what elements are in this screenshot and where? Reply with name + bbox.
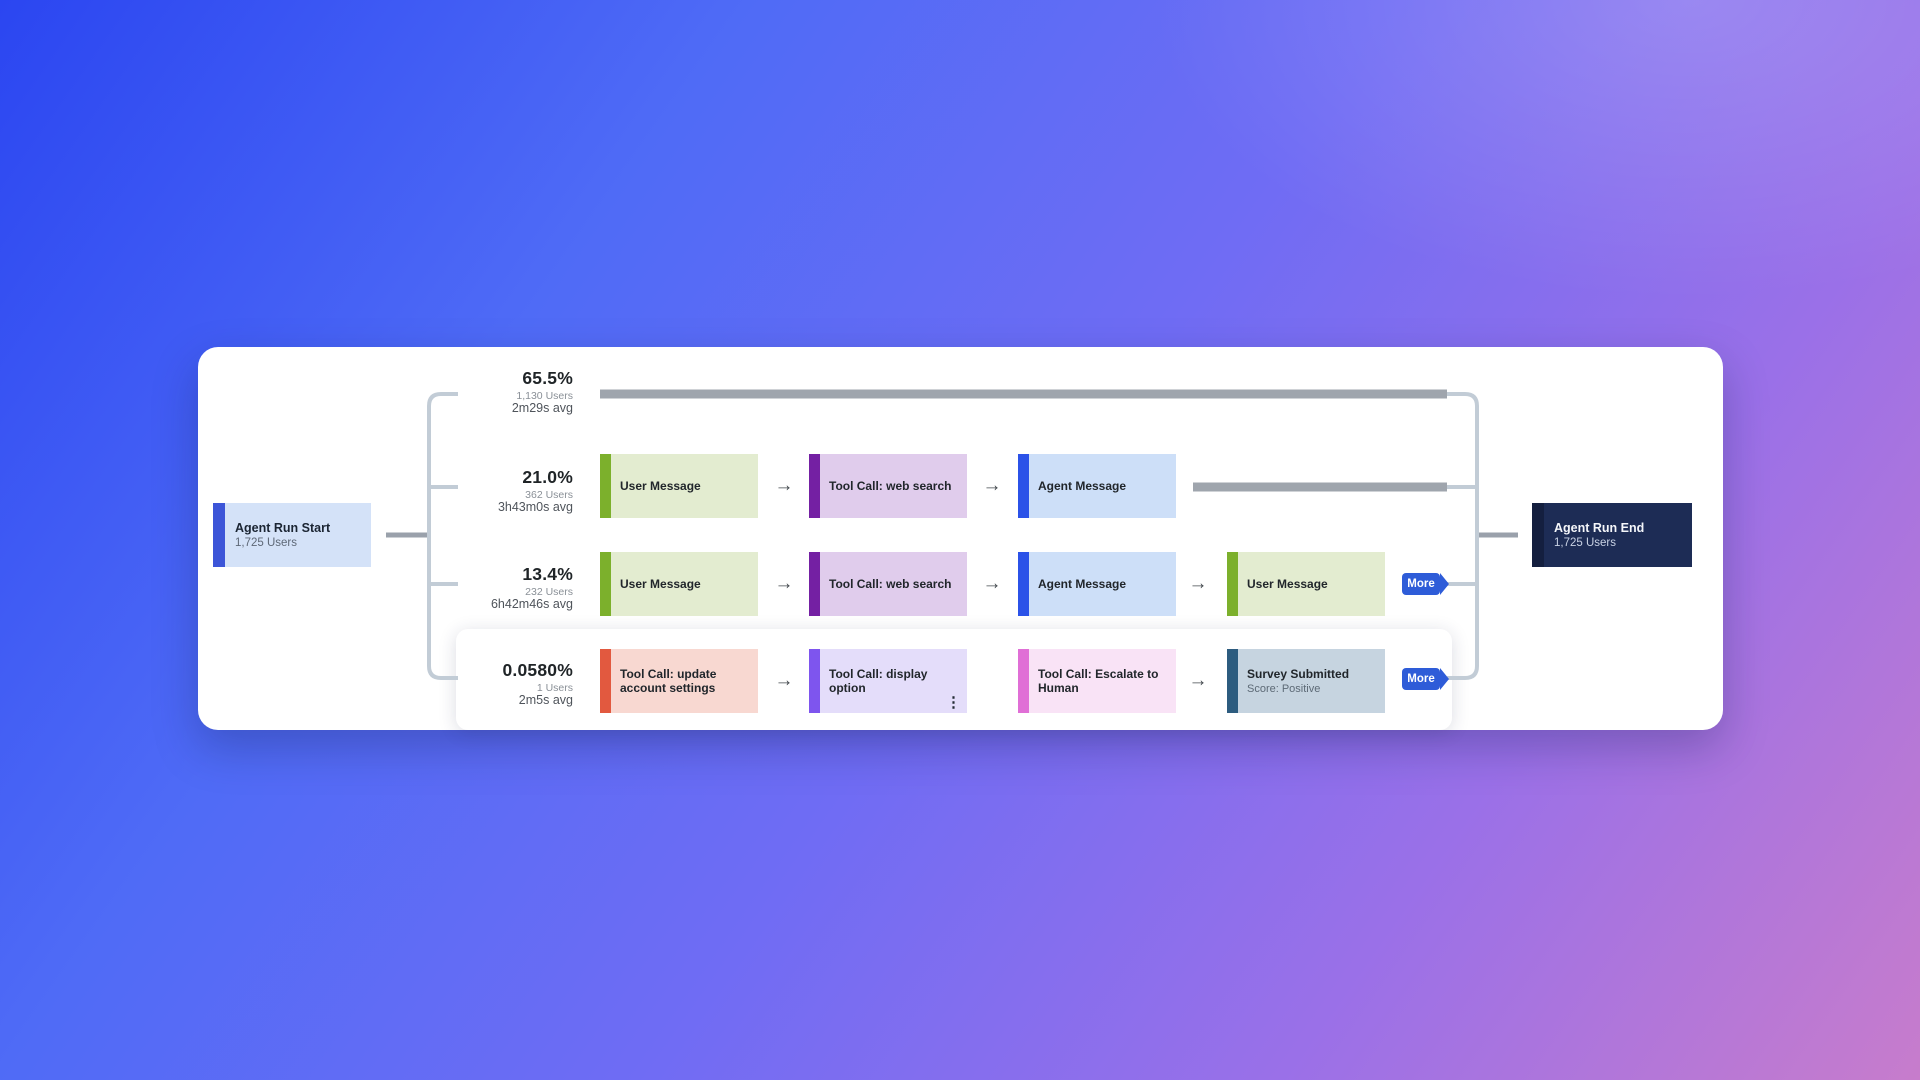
event-box-tool-call-web-search[interactable]: Tool Call: web search bbox=[809, 454, 967, 518]
branch-stats-row-2: 21.0% 362 Users 3h43m0s avg bbox=[400, 468, 573, 514]
arrow-right-icon: → bbox=[774, 573, 794, 594]
event-accent-bar bbox=[809, 552, 820, 616]
branch-users: 1,130 Users bbox=[516, 390, 573, 402]
event-box-user-message[interactable]: User Message bbox=[600, 454, 758, 518]
event-box-survey-submitted[interactable]: Survey Submitted Score: Positive bbox=[1227, 649, 1385, 713]
agent-run-start-node[interactable]: Agent Run Start 1,725 Users bbox=[213, 503, 371, 567]
branch-percent: 65.5% bbox=[522, 368, 573, 388]
event-label: Tool Call: Escalate to Human bbox=[1038, 667, 1159, 695]
arrow-right-icon: → bbox=[982, 475, 1002, 496]
branch-avg-duration: 3h43m0s avg bbox=[497, 500, 573, 514]
node-title: Agent Run Start bbox=[235, 520, 331, 535]
node-accent-bar bbox=[1532, 503, 1544, 567]
overflow-menu-icon[interactable]: ⋮ bbox=[946, 694, 961, 711]
event-accent-bar bbox=[1018, 552, 1029, 616]
event-label: Survey Submitted bbox=[1247, 666, 1350, 681]
node-user-count: 1,725 Users bbox=[235, 536, 298, 549]
event-box-agent-message[interactable]: Agent Message bbox=[1018, 552, 1176, 616]
event-label: Agent Message bbox=[1038, 577, 1127, 591]
branch-percent: 0.0580% bbox=[502, 660, 573, 680]
branch-percent: 21.0% bbox=[522, 467, 573, 487]
agent-run-end-node[interactable]: Agent Run End 1,725 Users bbox=[1532, 503, 1692, 567]
arrow-right-icon: → bbox=[982, 573, 1002, 594]
event-label: Agent Message bbox=[1038, 479, 1127, 493]
event-accent-bar bbox=[600, 454, 611, 518]
event-label: User Message bbox=[620, 577, 701, 591]
branch-avg-duration: 2m5s avg bbox=[518, 693, 573, 707]
event-accent-bar bbox=[1227, 649, 1238, 713]
arrow-right-icon: → bbox=[1188, 670, 1208, 691]
event-box-tool-call-update-account-settings[interactable]: Tool Call: update account settings bbox=[600, 649, 758, 713]
event-label: User Message bbox=[1247, 577, 1328, 591]
event-label: Tool Call: display option bbox=[829, 667, 928, 695]
event-label-group: Survey Submitted Score: Positive bbox=[1247, 667, 1349, 696]
event-accent-bar bbox=[600, 552, 611, 616]
event-box-tool-call-display-option[interactable]: Tool Call: display option ⋮ bbox=[809, 649, 967, 713]
event-box-tool-call-escalate-to-human[interactable]: Tool Call: Escalate to Human bbox=[1018, 649, 1176, 713]
event-box-user-message[interactable]: User Message bbox=[600, 552, 758, 616]
event-accent-bar bbox=[600, 649, 611, 713]
branch-users: 1 Users bbox=[536, 682, 573, 694]
branch-stats-row-4: 0.0580% 1 Users 2m5s avg bbox=[400, 660, 574, 707]
event-label: Tool Call: web search bbox=[829, 479, 952, 493]
branch-users: 232 Users bbox=[525, 586, 573, 598]
event-score-label: Score: Positive bbox=[1247, 682, 1321, 695]
branch-stats-row-3: 13.4% 232 Users 6h42m46s avg bbox=[400, 565, 573, 611]
branch-avg-duration: 6h42m46s avg bbox=[490, 597, 573, 611]
event-accent-bar bbox=[1018, 649, 1029, 713]
event-label: Tool Call: update account settings bbox=[620, 667, 717, 695]
more-button-label: More bbox=[1407, 673, 1435, 685]
arrow-right-icon: → bbox=[1188, 573, 1208, 594]
branch-stats-row-1: 65.5% 1,130 Users 2m29s avg bbox=[400, 369, 573, 415]
branch-users: 362 Users bbox=[525, 489, 573, 501]
more-button-label: More bbox=[1407, 578, 1435, 590]
event-label: User Message bbox=[620, 479, 701, 493]
event-accent-bar bbox=[809, 649, 820, 713]
event-accent-bar bbox=[1227, 552, 1238, 616]
event-accent-bar bbox=[809, 454, 820, 518]
more-button-row-4[interactable]: More bbox=[1402, 668, 1449, 690]
more-button-row-3[interactable]: More bbox=[1402, 573, 1449, 595]
arrow-right-icon: → bbox=[774, 475, 794, 496]
event-box-agent-message[interactable]: Agent Message bbox=[1018, 454, 1176, 518]
node-accent-bar bbox=[213, 503, 225, 567]
event-box-user-message[interactable]: User Message bbox=[1227, 552, 1385, 616]
node-title: Agent Run End bbox=[1554, 520, 1645, 535]
event-accent-bar bbox=[1018, 454, 1029, 518]
branch-percent: 13.4% bbox=[522, 564, 573, 584]
arrow-right-icon: → bbox=[774, 670, 794, 691]
node-user-count: 1,725 Users bbox=[1554, 536, 1617, 549]
event-label: Tool Call: web search bbox=[829, 577, 952, 591]
branch-avg-duration: 2m29s avg bbox=[511, 401, 573, 415]
event-box-tool-call-web-search[interactable]: Tool Call: web search bbox=[809, 552, 967, 616]
